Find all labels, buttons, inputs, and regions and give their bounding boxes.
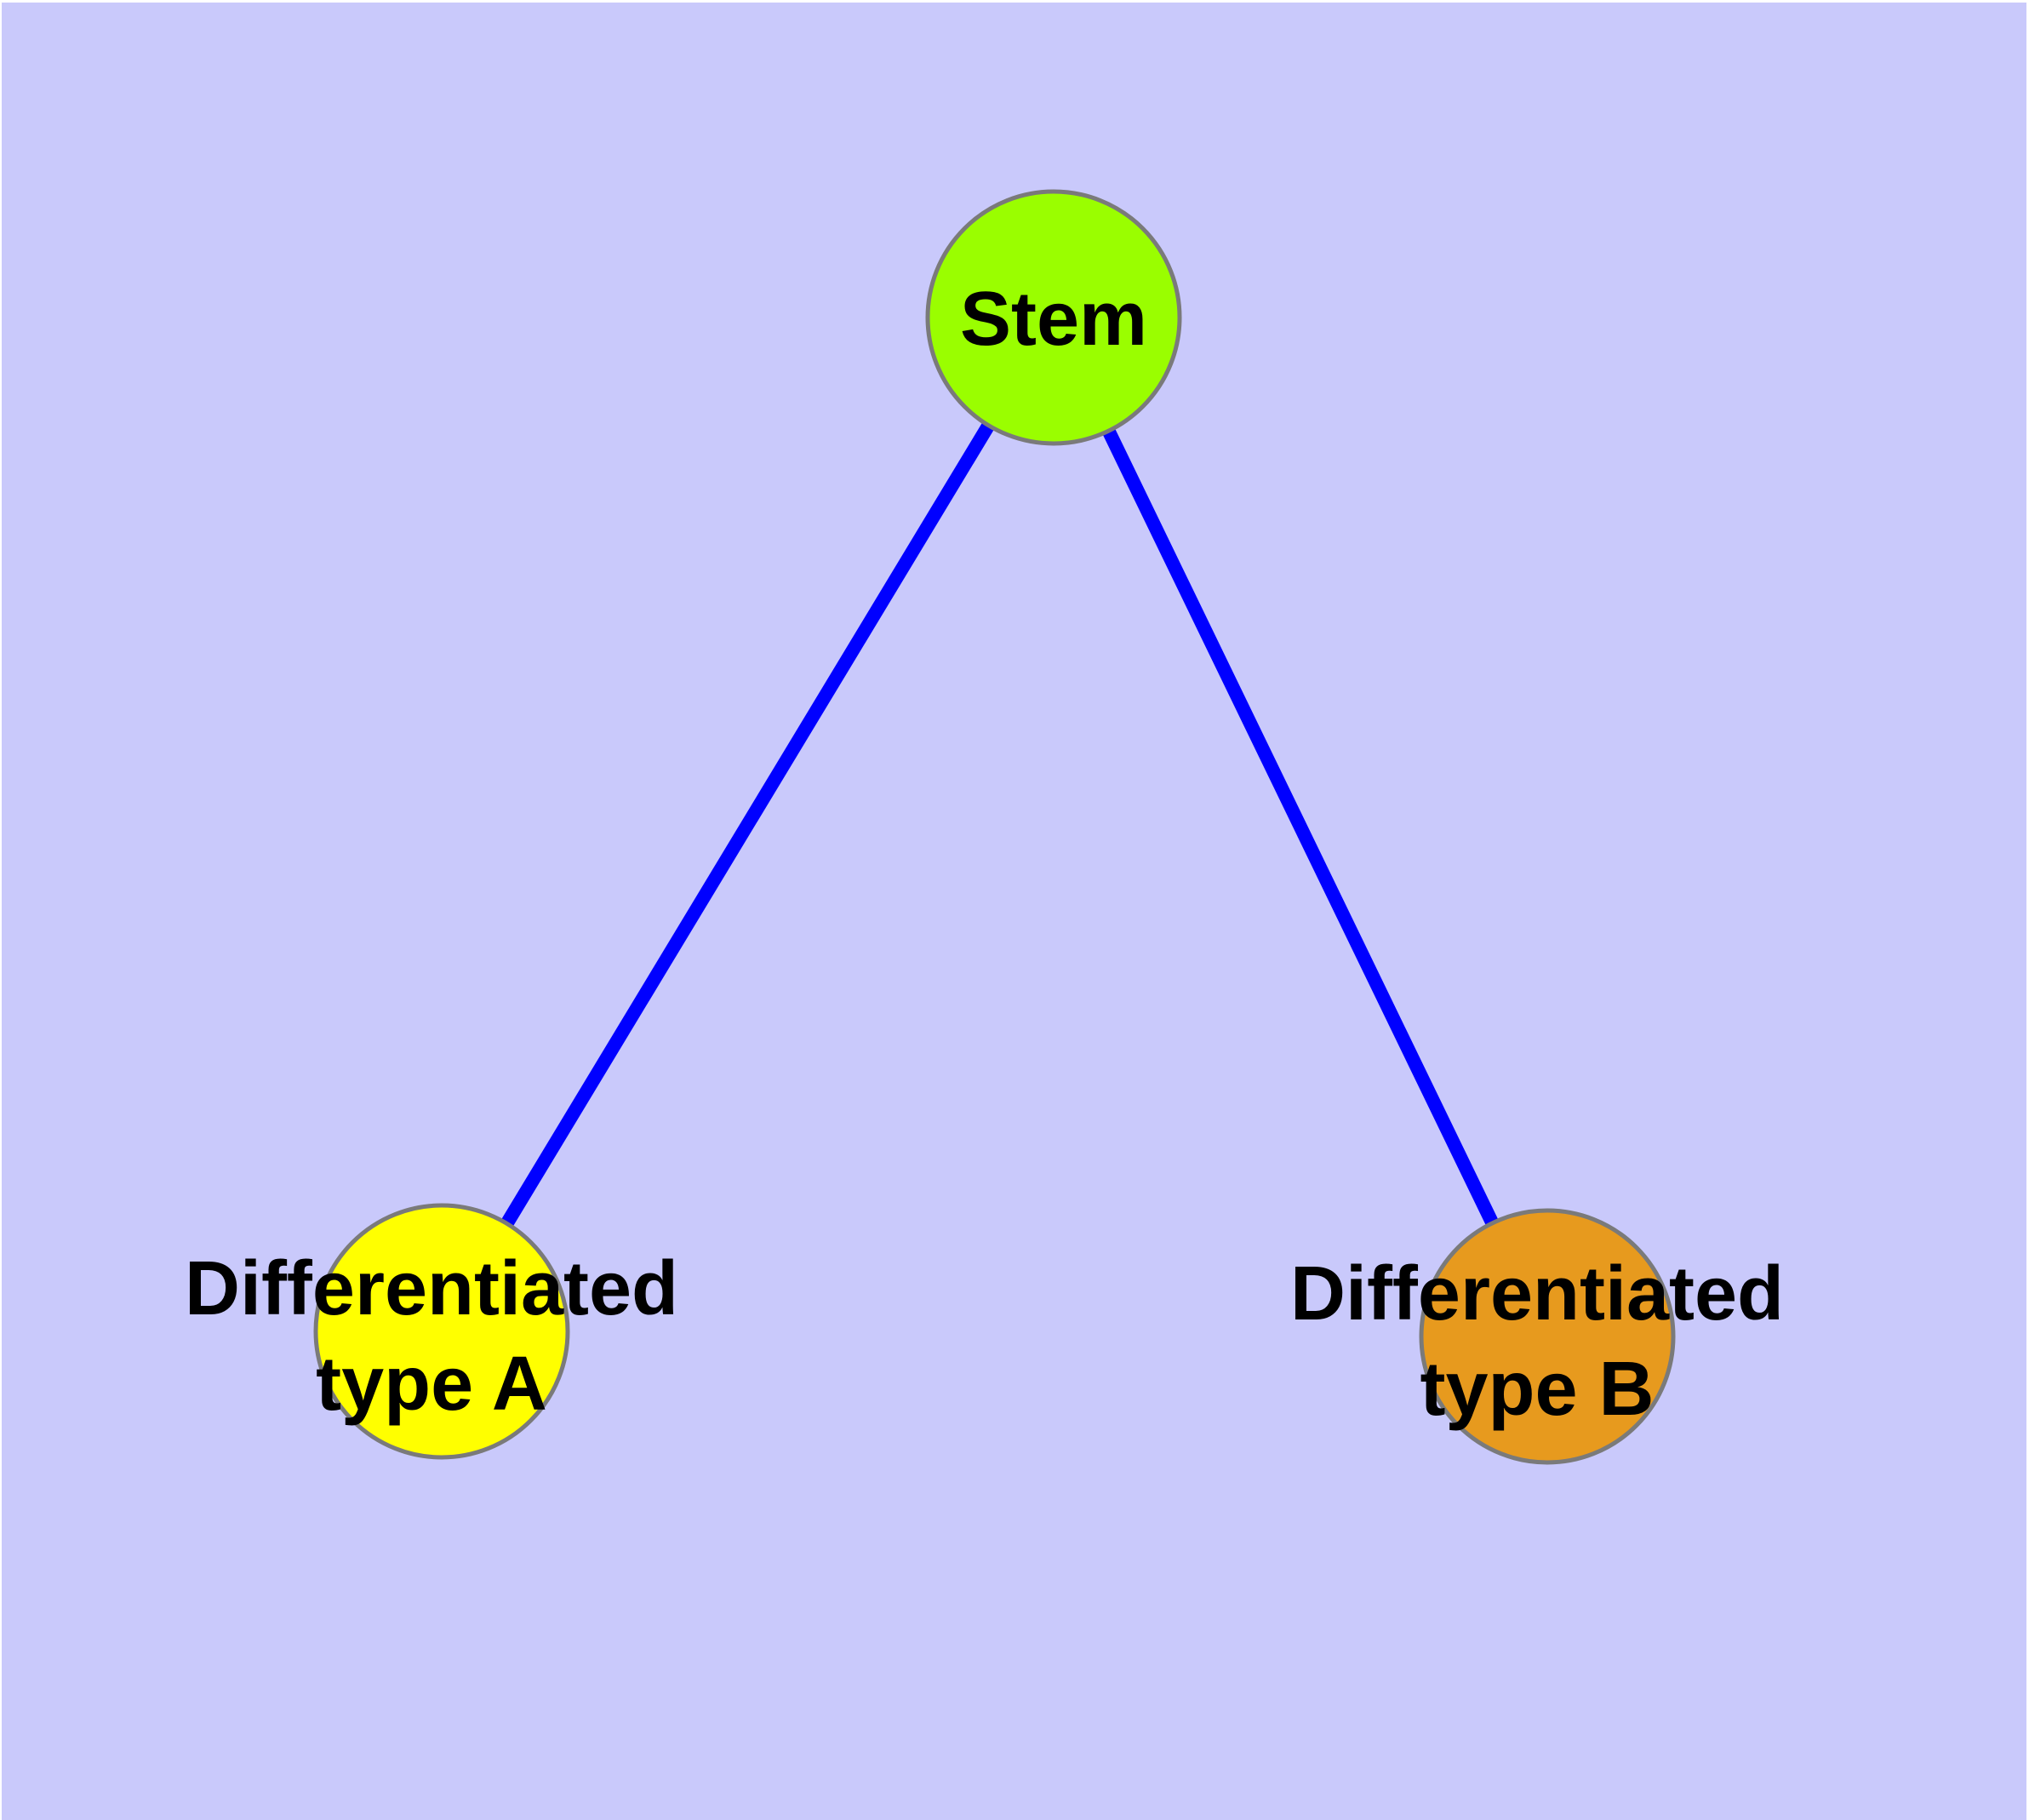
node-stem bbox=[925, 189, 1182, 446]
node-type-a-label-line2: type A bbox=[316, 1342, 547, 1427]
node-stem-label: Stem bbox=[960, 277, 1147, 362]
edge-stem-to-type-a bbox=[436, 313, 1060, 1336]
node-type-a-label-line1: Differentiated bbox=[185, 1246, 678, 1331]
node-type-b-label-line2: type B bbox=[1420, 1347, 1654, 1432]
edge-stem-to-type-b bbox=[1047, 314, 1554, 1340]
node-type-b bbox=[1419, 1208, 1676, 1465]
node-type-a bbox=[313, 1203, 570, 1460]
node-type-b-label-line1: Differentiated bbox=[1290, 1251, 1784, 1336]
